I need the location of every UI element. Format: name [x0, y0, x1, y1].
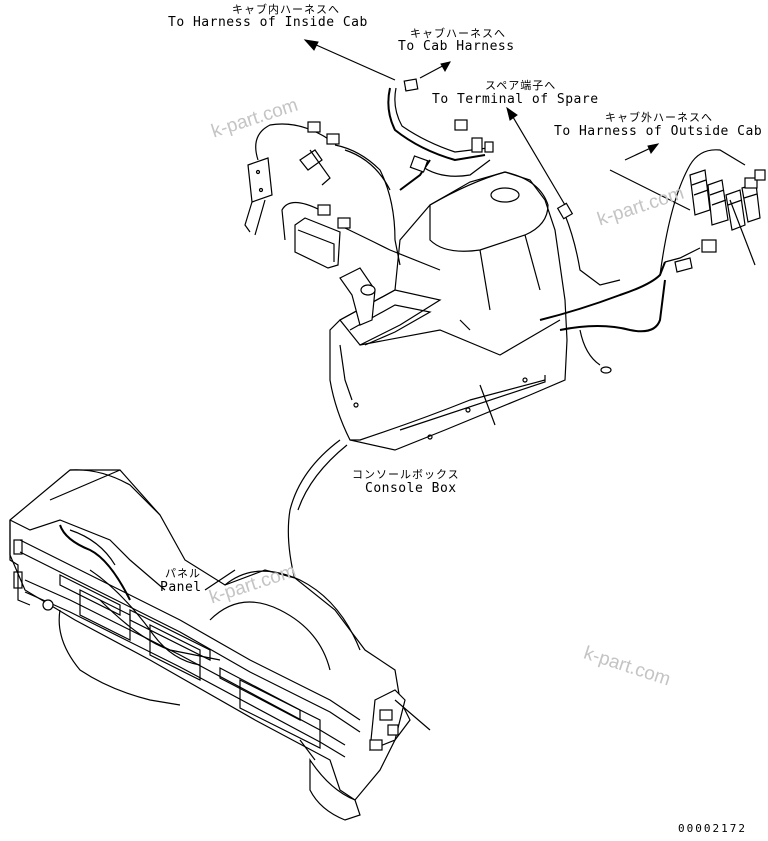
drawing-code: 00002172 — [678, 822, 747, 835]
inside-cab-label-jp: キャブ内ハーネスへ — [232, 3, 340, 16]
outside-cab-label-en: To Harness of Outside Cab — [554, 124, 763, 139]
console-box-label-en: Console Box — [365, 481, 457, 496]
panel-drawing — [9, 469, 431, 821]
console-box-drawing — [329, 171, 568, 451]
inside-cab-label-en: To Harness of Inside Cab — [168, 15, 368, 30]
harness-wires — [255, 84, 746, 581]
panel-label-jp: パネル — [165, 567, 201, 580]
cab-harness-label-en: To Cab Harness — [398, 39, 515, 54]
left-modules — [244, 149, 341, 269]
outside-cab-connectors — [689, 169, 766, 266]
connectors — [307, 78, 717, 273]
console-box-label-jp: コンソールボックス — [352, 468, 460, 481]
spare-terminal-label-jp: スペア端子へ — [485, 79, 557, 92]
panel-label-en: Panel — [160, 580, 202, 595]
outside-cab-label-jp: キャブ外ハーネスへ — [605, 111, 713, 124]
cab-harness-label-jp: キャブハーネスへ — [410, 27, 506, 40]
leader-arrows — [303, 39, 691, 211]
panel-leader — [204, 569, 236, 591]
spare-terminal-label-en: To Terminal of Spare — [432, 92, 599, 107]
